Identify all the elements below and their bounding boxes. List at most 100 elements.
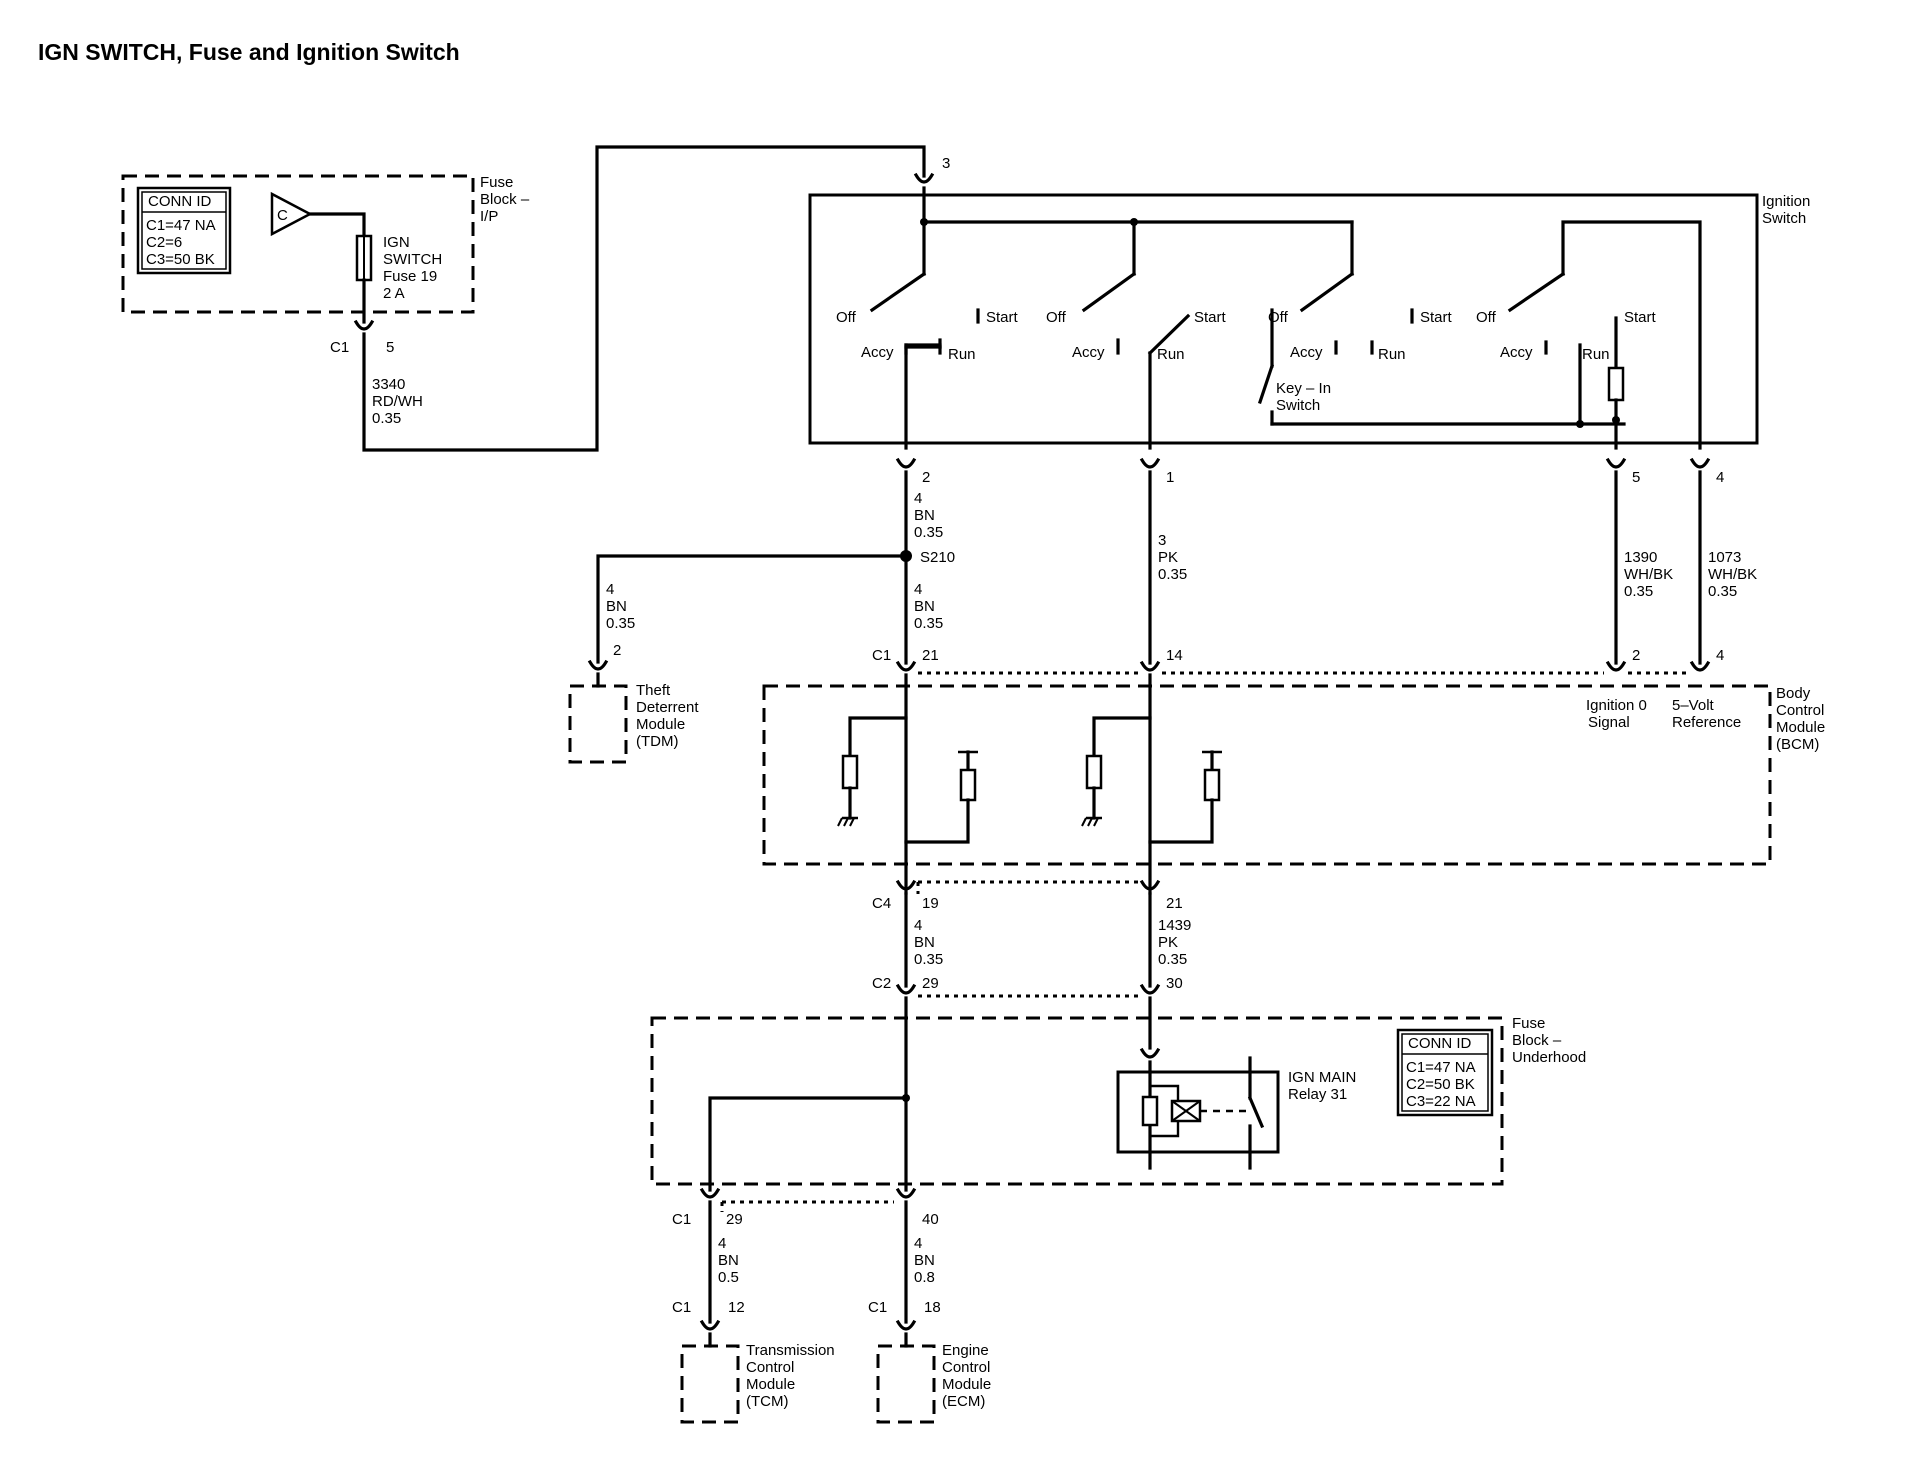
- connector-uh-c2-29: [895, 983, 917, 995]
- tdm-label-2: Deterrent: [636, 699, 699, 716]
- wire-upper-r1-2: WH/BK: [1624, 566, 1673, 583]
- connector-uh-c1-29: [699, 1187, 721, 1199]
- connector-tdm-pin2: [587, 659, 609, 671]
- sw3-accy: Accy: [1290, 344, 1323, 361]
- uh-connector-top: C2: [872, 975, 891, 992]
- bcm-label-1: Body: [1776, 685, 1811, 702]
- ignition-switch-label-2: Switch: [1762, 210, 1806, 227]
- connector-bcm-c1-21: [895, 660, 917, 672]
- uh-connector-bottom: C1: [672, 1211, 691, 1228]
- bcm-pin-4: 4: [1716, 647, 1724, 664]
- ign-pin-1: 1: [1166, 469, 1174, 486]
- ignition-switch-label-1: Ignition: [1762, 193, 1810, 210]
- wire-mid-right-2: PK: [1158, 934, 1178, 951]
- sw2-off: Off: [1046, 309, 1067, 326]
- connector-ign-pin1: [1139, 457, 1161, 469]
- source-label: C: [277, 207, 288, 224]
- wire-3340-gauge: 0.35: [372, 410, 401, 427]
- ign-main-relay: [1116, 1056, 1280, 1170]
- conn-id-table-ip: CONN ID C1=47 NA C2=6 C3=50 BK: [136, 186, 232, 275]
- fuse-ip-connector-label: C1: [330, 339, 349, 356]
- fuse-label-1: IGN: [383, 234, 410, 251]
- splice-label: S210: [920, 549, 955, 566]
- ign-pin-5: 5: [1632, 469, 1640, 486]
- wire-tdm-2: BN: [606, 598, 627, 615]
- wire-upper-r2-3: 0.35: [1708, 583, 1737, 600]
- connector-uh-c2-30: [1139, 983, 1161, 995]
- connector-ign-pin4: [1689, 457, 1711, 469]
- ignition-switch: Ignition Switch Off Start Accy Run Off S…: [808, 186, 1810, 450]
- bcm-pin-19: 19: [922, 895, 939, 912]
- connector-uh-c1-40: [895, 1187, 917, 1199]
- wire-3340-color: RD/WH: [372, 393, 423, 410]
- bcm-ign0-label-2: Signal: [1588, 714, 1630, 731]
- wire-mid-right-3: 0.35: [1158, 951, 1187, 968]
- wire-upper-left-3: 0.35: [914, 524, 943, 541]
- wire-upper-r2-2: WH/BK: [1708, 566, 1757, 583]
- ign-pin-4: 4: [1716, 469, 1724, 486]
- uh-label-1: Fuse: [1512, 1015, 1545, 1032]
- wire-mid-left-3: 0.35: [914, 951, 943, 968]
- bcm-5v-label-2: Reference: [1672, 714, 1741, 731]
- conn-id-uh-line-3: C3=22 NA: [1406, 1093, 1476, 1110]
- ecm-label-2: Control: [942, 1359, 990, 1376]
- conn-id-ip-header: CONN ID: [148, 193, 212, 210]
- sw3-off: Off: [1268, 309, 1289, 326]
- uh-label-3: Underhood: [1512, 1049, 1586, 1066]
- wire-upper-mid-1: 3: [1158, 532, 1166, 549]
- sw4-accy: Accy: [1500, 344, 1533, 361]
- wire-lower-left-2: BN: [718, 1252, 739, 1269]
- sw3-run: Run: [1378, 346, 1406, 363]
- connector-c1-pin5: [353, 319, 375, 331]
- ecm-module: [876, 1344, 936, 1424]
- key-in-label-1: Key – In: [1276, 380, 1331, 397]
- conn-id-uh-line-1: C1=47 NA: [1406, 1059, 1476, 1076]
- ign-input-pin: 3: [942, 155, 950, 172]
- wire-tdm-1: 4: [606, 581, 614, 598]
- sw1-run: Run: [948, 346, 976, 363]
- tdm-label-4: (TDM): [636, 733, 678, 750]
- wire-upper-r2-1: 1073: [1708, 549, 1741, 566]
- ecm-label-4: (ECM): [942, 1393, 985, 1410]
- fuse-block-ip-label-2: Block –: [480, 191, 530, 208]
- wire-mid-left-1: 4: [914, 917, 922, 934]
- sw1-accy: Accy: [861, 344, 894, 361]
- connector-ign-pin2: [895, 457, 917, 469]
- connector-ign-pin5: [1605, 457, 1627, 469]
- conn-id-ip-line-3: C3=50 BK: [146, 251, 215, 268]
- sw2-accy: Accy: [1072, 344, 1105, 361]
- battery-source-triangle: [270, 191, 313, 237]
- ecm-label-3: Module: [942, 1376, 991, 1393]
- wire-mid-right-1: 1439: [1158, 917, 1191, 934]
- wire-lower-left-1: 4: [718, 1235, 726, 1252]
- conn-id-uh-line-2: C2=50 BK: [1406, 1076, 1475, 1093]
- ecm-pin: 18: [924, 1299, 941, 1316]
- sw3-start: Start: [1420, 309, 1453, 326]
- tdm-pin: 2: [613, 642, 621, 659]
- tdm-label-1: Theft: [636, 682, 671, 699]
- tcm-module: [680, 1344, 740, 1424]
- connector-bcm-c1-4: [1689, 660, 1711, 672]
- tcm-label-2: Control: [746, 1359, 794, 1376]
- wire-3340: [362, 145, 926, 452]
- sw2-start: Start: [1194, 309, 1227, 326]
- tcm-label-4: (TCM): [746, 1393, 788, 1410]
- fuse-block-underhood: Fuse Block – Underhood CONN ID C1=47 NA …: [650, 996, 1586, 1192]
- fuse-label-2: SWITCH: [383, 251, 442, 268]
- fuse-label-3: Fuse 19: [383, 268, 437, 285]
- wire-to-tdm: [596, 554, 908, 664]
- uh-pin-29b: 29: [726, 1211, 743, 1228]
- wire-lower-right-2: BN: [914, 1252, 935, 1269]
- wire-lower-right-1: 4: [914, 1235, 922, 1252]
- fuse-block-ip-label-1: Fuse: [480, 174, 513, 191]
- wire-upper-left-1: 4: [914, 490, 922, 507]
- bcm-label-3: Module: [1776, 719, 1825, 736]
- wire-lower-left-3: 0.5: [718, 1269, 739, 1286]
- connector-bcm-c4-21: [1139, 879, 1161, 891]
- ecm-connector: C1: [868, 1299, 887, 1316]
- connector-bcm-c4-19: [895, 879, 917, 891]
- bcm-pin-21b: 21: [1166, 895, 1183, 912]
- relay-label-2: Relay 31: [1288, 1086, 1347, 1103]
- fuse-ip-pin-label: 5: [386, 339, 394, 356]
- wire-upper-mid-3: 0.35: [1158, 566, 1187, 583]
